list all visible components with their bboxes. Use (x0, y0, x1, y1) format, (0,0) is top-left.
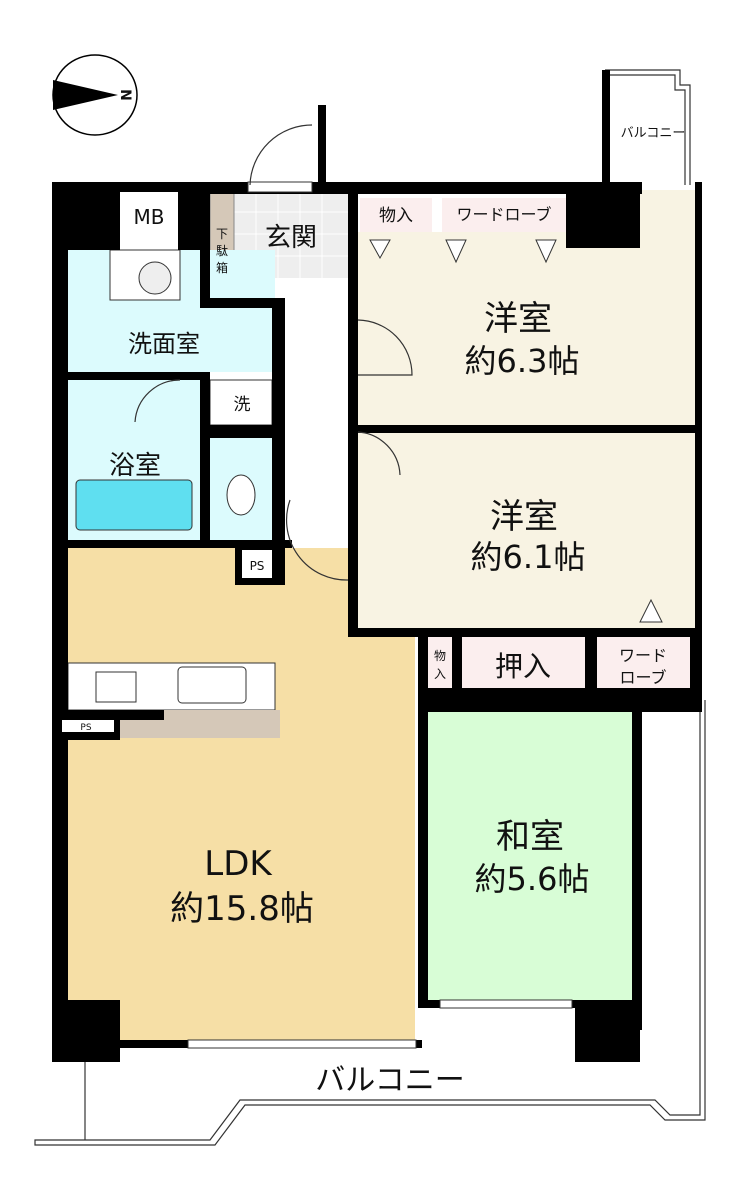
ps-box-1 (242, 550, 272, 578)
storage-top-label: 物入 (379, 206, 413, 226)
bath-label: 浴室 (109, 451, 161, 481)
storage-mid (428, 637, 452, 688)
western-1-size: 約6.3帖 (465, 342, 580, 380)
western-2-size: 約6.1帖 (471, 538, 586, 576)
entry-door-frame (247, 181, 313, 193)
compass-north-label: N (117, 89, 133, 101)
wardrobe-top-label: ワードローブ (456, 205, 551, 224)
balcony-outline (34, 69, 706, 1146)
western-2-name: 洋室 (490, 497, 558, 537)
north-arrow-icon (53, 80, 118, 110)
balcony-label: バルコニー (315, 1063, 464, 1098)
japanese-room-size: 約5.6帖 (475, 860, 590, 898)
ps-label-2: PS (80, 723, 91, 733)
storage-mid-label-2: 入 (434, 667, 446, 681)
washer-space (209, 379, 273, 426)
storage-top (360, 198, 432, 232)
kitchen-sink-icon (177, 666, 247, 704)
compass: N (52, 54, 138, 136)
ps-label-1: PS (250, 559, 265, 573)
wardrobe-top (442, 198, 566, 232)
washer-label: 洗 (234, 395, 251, 415)
balcony-small-label: バルコニー (621, 126, 686, 141)
western-room-2 (350, 432, 695, 628)
mb-label: MB (134, 205, 165, 229)
washroom-label: 洗面室 (128, 330, 200, 358)
getabako-label-3: 箱 (216, 260, 228, 275)
mb-box (120, 192, 178, 238)
ldk-name: LDK (204, 844, 273, 884)
getabako-label-1: 下 (216, 227, 228, 241)
western-room-1 (350, 232, 695, 425)
entry-door-swing (249, 124, 313, 186)
ldk-size: 約15.8帖 (170, 889, 314, 929)
bathtub (75, 479, 193, 531)
stove-icon (95, 671, 137, 703)
japanese-room (428, 712, 632, 1000)
window-japanese (439, 999, 573, 1009)
sink-icon (138, 261, 172, 295)
oshiire-label: 押入 (495, 650, 551, 683)
ps-box-2 (62, 720, 114, 732)
genkan-label: 玄関 (265, 223, 317, 253)
door-swing-1 (357, 319, 413, 376)
japanese-room-name: 和室 (496, 817, 564, 857)
window-ldk (187, 1039, 417, 1049)
getabako-label-2: 駄 (216, 243, 228, 258)
oshiire (462, 637, 585, 688)
storage-mid-label-1: 物 (434, 649, 446, 663)
western-1-name: 洋室 (484, 299, 552, 339)
wardrobe-mid-label-2: ローブ (619, 668, 666, 687)
wardrobe-mid-label-1: ワード (619, 646, 667, 665)
wardrobe-mid (597, 637, 690, 688)
toilet-icon (226, 474, 256, 516)
